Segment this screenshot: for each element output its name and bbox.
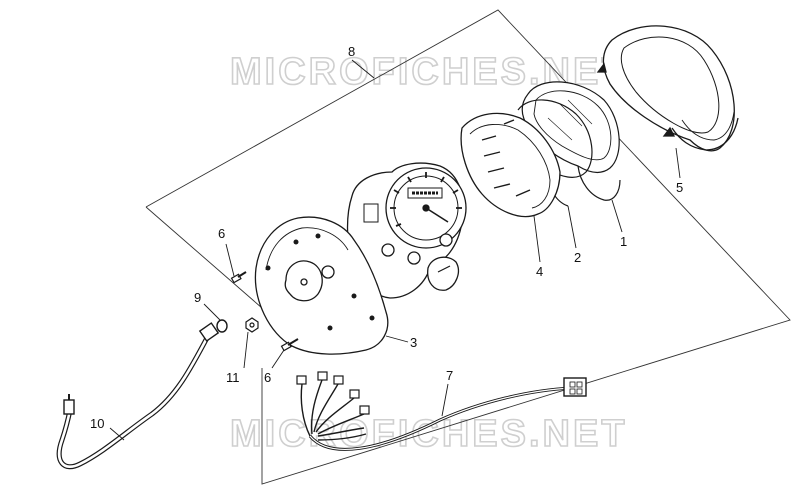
part-10-cable [56,322,220,470]
part-11-nut [245,317,259,333]
callout-9: 9 [194,290,201,305]
part-4-housing [460,112,561,218]
callout-10: 10 [90,416,104,431]
callout-1: 1 [620,234,627,249]
part-3-rear-housing [254,216,389,355]
part-7-harness [296,371,587,451]
part-5-cover [596,25,739,152]
assembly-boundary [145,9,791,485]
callout-2: 2 [574,250,581,265]
callout-7: 7 [446,368,453,383]
callout-4: 4 [536,264,543,279]
callout-11: 11 [226,370,240,385]
callout-8: 8 [348,44,355,59]
callout-5: 5 [676,180,683,195]
part-8-cluster [346,162,467,299]
watermark-bottom: MICROFICHES.NET [230,413,628,455]
screw-6-upper [230,271,247,284]
boundary-extension [145,206,263,309]
callout-3: 3 [410,335,417,350]
callout-6-upper: 6 [218,226,225,241]
screw-6-lower [280,338,299,352]
part-9-oring [216,319,228,333]
leader-lines [109,59,681,441]
watermark-top: MICROFICHES.NET [230,51,628,93]
callout-6-lower: 6 [264,370,271,385]
